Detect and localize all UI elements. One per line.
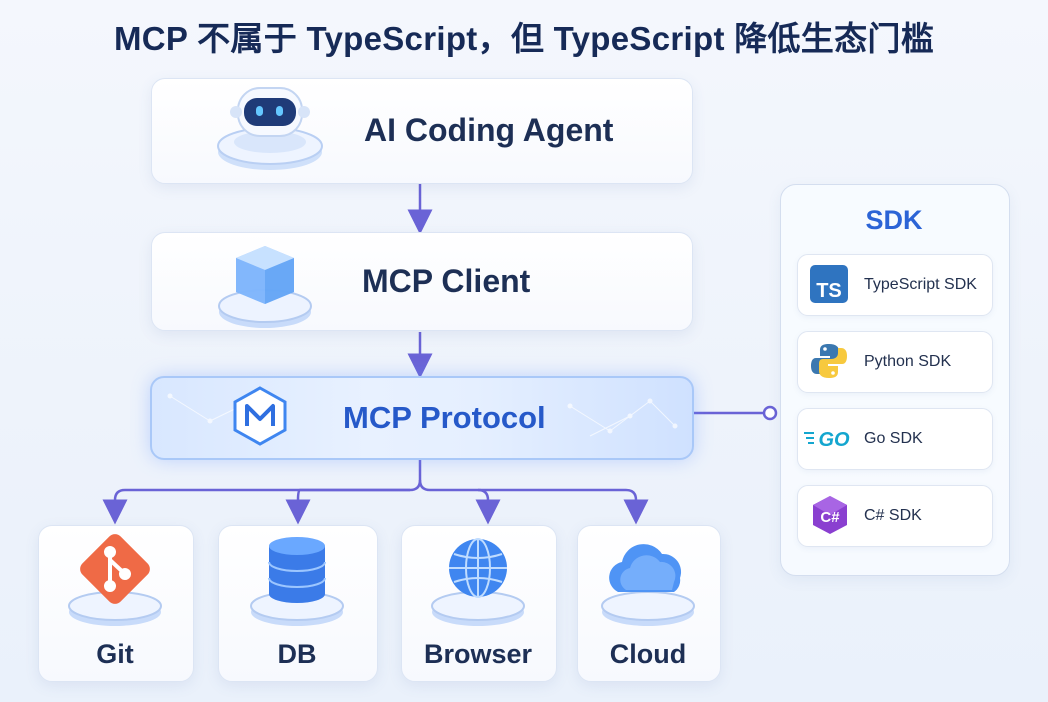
target-label-git: Git xyxy=(96,639,134,669)
target-label-browser: Browser xyxy=(423,639,533,669)
target-label-cloud: Cloud xyxy=(609,639,687,669)
sdk-link xyxy=(692,405,778,421)
sdk-item-go[interactable] xyxy=(797,408,993,470)
sdk-label-csharp: C# SDK xyxy=(864,507,922,524)
python-icon xyxy=(811,344,847,378)
svg-text:C#: C# xyxy=(820,509,840,526)
git-icon xyxy=(68,534,162,626)
page-title: MCP 不属于 TypeScript，但 TypeScript 降低生态门槛 xyxy=(114,20,934,57)
mcp-hexagon-icon xyxy=(233,386,287,446)
svg-text:GO: GO xyxy=(818,429,850,451)
protocol-label: MCP Protocol xyxy=(343,400,546,435)
sdk-title: SDK xyxy=(865,205,923,235)
cloud-icon xyxy=(601,544,695,626)
sdk-label-typescript: TypeScript SDK xyxy=(864,276,977,293)
csharp-icon: C# xyxy=(813,496,847,534)
sdk-label-go: Go SDK xyxy=(864,430,923,447)
sdk-label-python: Python SDK xyxy=(864,353,952,370)
target-label-db: DB xyxy=(277,639,317,669)
svg-text:TS: TS xyxy=(816,280,842,302)
robot-icon xyxy=(217,87,323,170)
client-label: MCP Client xyxy=(362,263,531,299)
agent-label: AI Coding Agent xyxy=(364,112,614,148)
cube-icon xyxy=(218,246,312,328)
go-icon: GO xyxy=(804,429,850,451)
globe-icon xyxy=(431,538,525,626)
arrow-protocol-targets xyxy=(102,458,649,525)
ts-icon: TS xyxy=(810,265,848,303)
database-icon xyxy=(250,537,344,626)
